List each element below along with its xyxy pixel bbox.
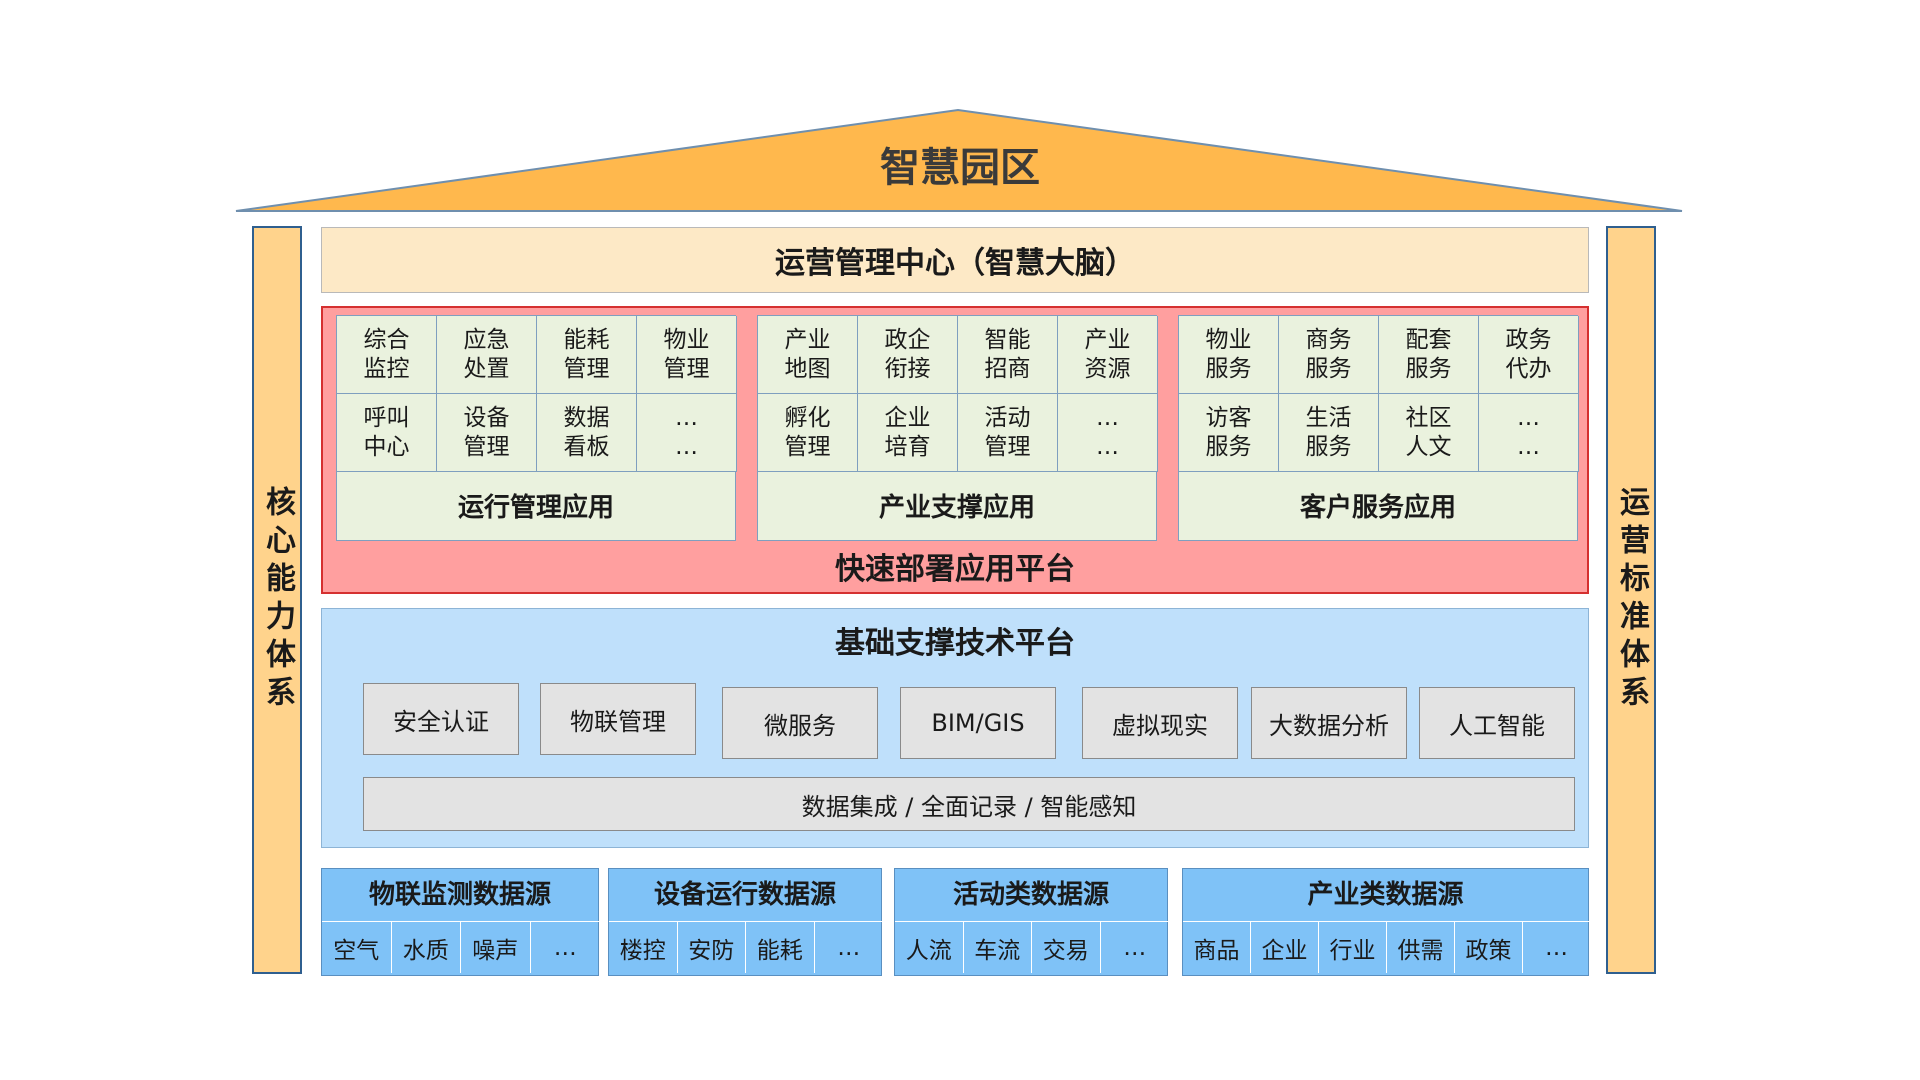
app-group-label: 客户服务应用 bbox=[1299, 493, 1456, 523]
rapid-deploy-platform: 综合监控 应急处置 能耗管理 物业管理 呼叫中心 设备管理 数据看板 … … 运… bbox=[321, 306, 1589, 594]
left-pillar-label: 核心能力体系 bbox=[260, 486, 295, 714]
left-pillar: 核心能力体系 bbox=[252, 226, 302, 974]
app-cell[interactable]: 政务代办 bbox=[1479, 316, 1579, 394]
data-source-item[interactable]: 空气 bbox=[322, 921, 392, 973]
data-source-item[interactable]: 交易 bbox=[1032, 921, 1101, 973]
app-cell[interactable]: 产业资源 bbox=[1058, 316, 1158, 394]
app-cell[interactable]: 呼叫中心 bbox=[337, 394, 437, 472]
app-group-label: 产业支撑应用 bbox=[878, 493, 1035, 523]
app-cell[interactable]: … … bbox=[637, 394, 737, 472]
data-source-item[interactable]: 楼控 bbox=[609, 921, 678, 973]
ops-center: 运营管理中心（智慧大脑） bbox=[321, 227, 1589, 293]
app-cell[interactable]: 物业管理 bbox=[637, 316, 737, 394]
tech-item-iot-management[interactable]: 物联管理 bbox=[540, 683, 696, 755]
data-source-item[interactable]: 商品 bbox=[1183, 921, 1251, 973]
app-cell[interactable]: 政企衔接 bbox=[858, 316, 958, 394]
tech-item-big-data[interactable]: 大数据分析 bbox=[1251, 687, 1407, 759]
data-source-item[interactable]: 人流 bbox=[895, 921, 964, 973]
data-source-title: 活动类数据源 bbox=[952, 880, 1109, 910]
data-source-item[interactable]: 企业 bbox=[1251, 921, 1319, 973]
data-source-item[interactable]: … bbox=[530, 921, 600, 973]
app-cell[interactable]: 企业培育 bbox=[858, 394, 958, 472]
app-cell[interactable]: 产业地图 bbox=[758, 316, 858, 394]
app-cell[interactable]: 物业服务 bbox=[1179, 316, 1279, 394]
app-group-label: 运行管理应用 bbox=[457, 493, 614, 523]
data-source-item[interactable]: 供需 bbox=[1387, 921, 1455, 973]
data-source-item[interactable]: 噪声 bbox=[461, 921, 531, 973]
data-source-iot-monitoring: 物联监测数据源 空气 水质 噪声 … bbox=[321, 868, 600, 976]
data-source-title: 物联监测数据源 bbox=[368, 880, 551, 910]
tech-item-security-auth[interactable]: 安全认证 bbox=[363, 683, 519, 755]
app-cell[interactable]: 综合监控 bbox=[337, 316, 437, 394]
app-cell[interactable]: 商务服务 bbox=[1279, 316, 1379, 394]
data-source-item[interactable]: … bbox=[1100, 921, 1169, 973]
app-cell[interactable]: 活动管理 bbox=[958, 394, 1058, 472]
data-source-item[interactable]: … bbox=[1523, 921, 1590, 973]
base-tech-platform: 基础支撑技术平台 安全认证 物联管理 微服务 BIM/GIS 虚拟现实 大数据分… bbox=[321, 608, 1589, 848]
tech-item-bim-gis[interactable]: BIM/GIS bbox=[900, 687, 1056, 759]
base-tech-title: 基础支撑技术平台 bbox=[835, 626, 1075, 661]
data-source-item[interactable]: 车流 bbox=[963, 921, 1032, 973]
right-pillar-label: 运营标准体系 bbox=[1614, 486, 1649, 714]
right-pillar: 运营标准体系 bbox=[1606, 226, 1656, 974]
data-source-equipment: 设备运行数据源 楼控 安防 能耗 … bbox=[608, 868, 883, 976]
app-group-operations: 综合监控 应急处置 能耗管理 物业管理 呼叫中心 设备管理 数据看板 … … 运… bbox=[336, 315, 737, 541]
data-source-item[interactable]: 政策 bbox=[1455, 921, 1523, 973]
tech-item-microservice[interactable]: 微服务 bbox=[722, 687, 878, 759]
data-source-item[interactable]: 能耗 bbox=[746, 921, 815, 973]
data-source-item[interactable]: … bbox=[814, 921, 883, 973]
data-integration-bar: 数据集成 / 全面记录 / 智能感知 bbox=[363, 777, 1575, 831]
app-cell[interactable]: 应急处置 bbox=[437, 316, 537, 394]
app-cell[interactable]: 访客服务 bbox=[1179, 394, 1279, 472]
roof-title: 智慧园区 bbox=[880, 145, 1040, 191]
app-cell[interactable]: 生活服务 bbox=[1279, 394, 1379, 472]
app-cell[interactable]: … … bbox=[1479, 394, 1579, 472]
data-source-item[interactable]: 安防 bbox=[677, 921, 746, 973]
data-source-activity: 活动类数据源 人流 车流 交易 … bbox=[894, 868, 1169, 976]
app-cell[interactable]: 数据看板 bbox=[537, 394, 637, 472]
data-source-title: 产业类数据源 bbox=[1307, 880, 1464, 910]
app-cell[interactable]: 能耗管理 bbox=[537, 316, 637, 394]
app-cell[interactable]: 孵化管理 bbox=[758, 394, 858, 472]
app-group-industry: 产业地图 政企衔接 智能招商 产业资源 孵化管理 企业培育 活动管理 … … 产… bbox=[757, 315, 1158, 541]
rapid-deploy-platform-label: 快速部署应用平台 bbox=[835, 552, 1075, 587]
data-source-title: 设备运行数据源 bbox=[653, 880, 836, 910]
app-cell[interactable]: 智能招商 bbox=[958, 316, 1058, 394]
data-source-item[interactable]: 水质 bbox=[391, 921, 461, 973]
app-cell[interactable]: … … bbox=[1058, 394, 1158, 472]
app-cell[interactable]: 社区人文 bbox=[1379, 394, 1479, 472]
app-group-customer: 物业服务 商务服务 配套服务 政务代办 访客服务 生活服务 社区人文 … … 客… bbox=[1178, 315, 1579, 541]
data-source-industry: 产业类数据源 商品 企业 行业 供需 政策 … bbox=[1182, 868, 1590, 976]
data-source-item[interactable]: 行业 bbox=[1319, 921, 1387, 973]
tech-item-ai[interactable]: 人工智能 bbox=[1419, 687, 1575, 759]
app-cell[interactable]: 配套服务 bbox=[1379, 316, 1479, 394]
app-cell[interactable]: 设备管理 bbox=[437, 394, 537, 472]
tech-item-virtual-reality[interactable]: 虚拟现实 bbox=[1082, 687, 1238, 759]
